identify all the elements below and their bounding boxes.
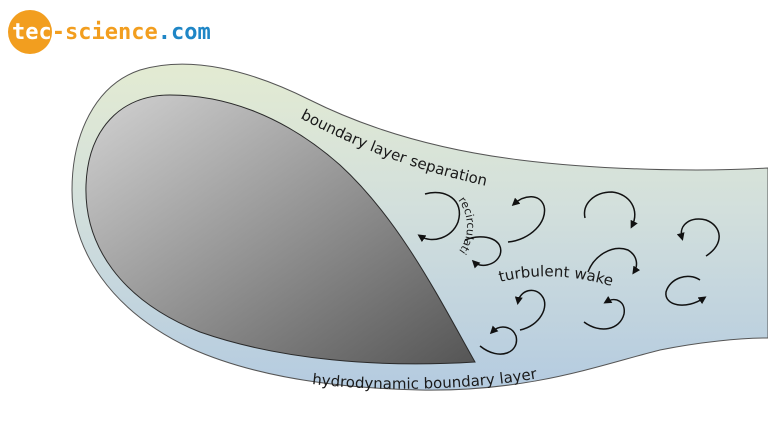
logo-text-com: .com	[157, 20, 211, 45]
recirculation-arrow	[417, 191, 461, 243]
vortex-arrow-6	[514, 289, 546, 331]
vortex-arrow-1	[464, 236, 502, 269]
site-logo[interactable]: tec-science.com	[8, 10, 211, 56]
logo-text: tec-science.com	[12, 11, 211, 55]
solid-body	[85, 94, 476, 365]
vortex-arrow-2	[507, 196, 546, 243]
vortex-arrow-7	[583, 295, 625, 330]
vortex-arrow-3	[583, 191, 638, 229]
vortex-arrows	[417, 191, 720, 355]
logo-circle	[8, 10, 52, 54]
logo-text-tec: tec	[12, 20, 52, 45]
vortex-arrow-5	[587, 247, 641, 275]
logo-text-science: -science	[51, 20, 158, 45]
vortex-arrow-4	[676, 218, 720, 257]
vortex-arrow-8	[665, 275, 707, 306]
vortex-arrow-9	[479, 325, 518, 355]
